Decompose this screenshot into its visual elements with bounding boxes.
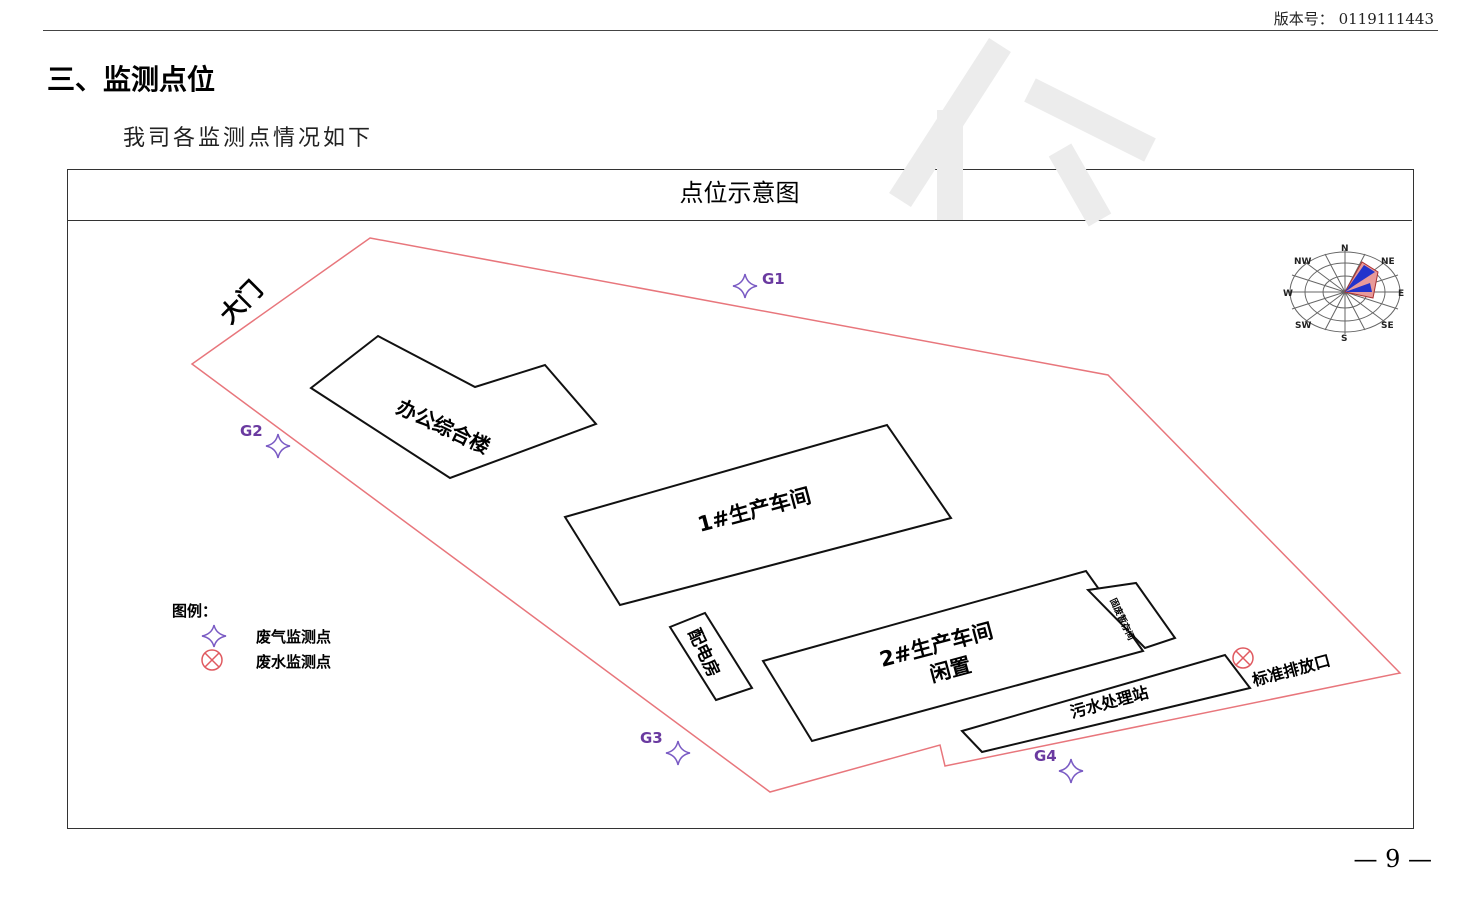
legend-water-icon	[201, 649, 223, 671]
legend-gas-label: 废气监测点	[256, 628, 331, 646]
header-rule	[43, 30, 1438, 31]
gate-label: 大门	[214, 276, 268, 330]
figure-caption: 点位示意图	[67, 169, 1412, 221]
workshop-2	[761, 569, 1145, 743]
legend-gas-icon	[201, 624, 227, 648]
office-building	[309, 334, 598, 480]
legend-title: 图例：	[172, 602, 217, 620]
gas-point-icon	[665, 740, 691, 766]
site-boundary	[190, 237, 1402, 793]
figure-frame	[67, 169, 1414, 829]
water-point-icon	[1232, 647, 1254, 669]
point-g4-label: G4	[1034, 747, 1057, 765]
small-room	[1085, 581, 1177, 650]
wind-rose-icon: N NE E SE S SW W NW	[1283, 244, 1404, 344]
svg-text:NW: NW	[1294, 257, 1312, 267]
sewage-station	[960, 653, 1252, 754]
page-number: — 9 —	[1353, 845, 1432, 873]
version-number: 版本号： 0119111443	[1273, 10, 1434, 28]
workshop-1	[563, 423, 953, 607]
intro-text: 我司各监测点情况如下	[123, 126, 374, 151]
power-room	[668, 611, 754, 702]
gas-point-icon	[1058, 758, 1084, 784]
gas-point-icon	[265, 433, 291, 459]
svg-text:SE: SE	[1381, 321, 1394, 331]
svg-text:S: S	[1341, 334, 1347, 344]
point-g2-label: G2	[240, 422, 263, 440]
point-g3-label: G3	[640, 729, 663, 747]
legend-water-label: 废水监测点	[256, 653, 331, 671]
svg-text:NE: NE	[1381, 257, 1395, 267]
svg-text:SW: SW	[1295, 321, 1311, 331]
gas-point-icon	[732, 273, 758, 299]
outfall-label: 标准排放口	[1249, 651, 1332, 690]
point-g1-label: G1	[762, 270, 785, 288]
svg-text:W: W	[1283, 289, 1293, 299]
svg-text:N: N	[1341, 244, 1349, 254]
svg-text:E: E	[1398, 289, 1404, 299]
watermark	[889, 37, 1156, 227]
section-title: 三、监测点位	[47, 63, 216, 96]
